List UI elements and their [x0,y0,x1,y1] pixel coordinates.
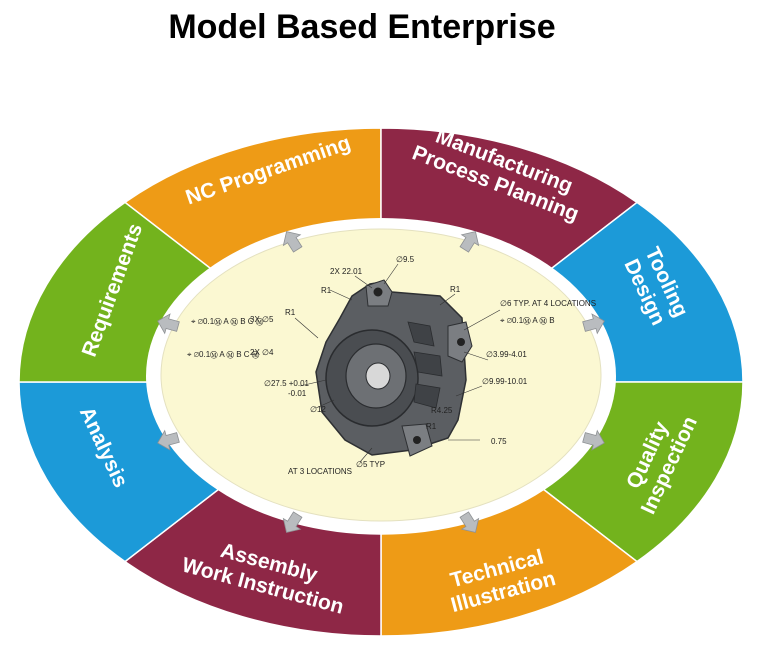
dimension-annotation: ∅5 TYP [356,460,385,469]
dimension-annotation: ⌖ ∅0.1Ⓜ A Ⓜ B [500,316,555,325]
dimension-annotation: ∅27.5 +0.01 [264,379,310,388]
leader-line [439,293,456,306]
leader-line [299,379,327,387]
dimension-annotation: ∅9.99-10.01 [482,377,528,386]
outward-arrow [282,231,303,253]
dimension-annotation: ⌖ ∅0.1Ⓜ A Ⓜ B C Ⓜ [191,317,264,326]
part-bottom-hole [413,436,421,444]
mechanical-part-drawing [315,279,473,457]
part-fins [407,321,443,409]
dimension-annotation: ∅6 TYP. AT 4 LOCATIONS [500,299,596,308]
leader-line [463,309,501,331]
leader-line [463,351,489,361]
dimension-annotation: ∅12 [310,405,326,414]
leader-line [315,399,335,409]
outward-arrow [459,511,480,533]
part-center-hole [365,362,391,390]
dimension-annotation: R1 [285,308,296,317]
leader-line [354,275,373,289]
dimension-annotation: -0.01 [288,389,307,398]
dimension-annotation: 2X 22.01 [330,267,363,276]
dimension-annotation: AT 3 LOCATIONS [288,467,352,476]
leader-line [329,289,353,301]
diagram-title: Model Based Enterprise [168,8,556,46]
dimension-annotation: R1 [426,422,437,431]
part-right-hole [457,338,465,346]
dimension-annotation: 0.75 [491,437,507,446]
part-top-hole [373,287,383,297]
dimension-annotation: 2X ∅4 [250,348,274,357]
outward-arrow [582,429,605,451]
dimension-annotation: R1 [321,286,332,295]
outward-arrow [157,429,180,451]
dimension-annotation: R4.25 [431,406,453,415]
outward-arrow [459,231,480,253]
dimension-annotation: ∅3.99-4.01 [486,350,527,359]
dimension-annotation: ⌖ ∅0.1Ⓜ A Ⓜ B C Ⓜ [187,350,260,359]
leader-line [359,447,373,463]
outward-arrow [582,313,605,335]
dimension-annotation: 3X ∅5 [250,315,274,324]
dimension-annotation: ∅9.5 [396,255,415,264]
dimension-annotation: R1 [450,285,461,294]
leader-line [294,317,319,339]
outward-arrow [282,511,303,533]
leader-line [383,263,399,285]
leader-line [455,385,483,397]
outward-arrow [157,313,180,335]
